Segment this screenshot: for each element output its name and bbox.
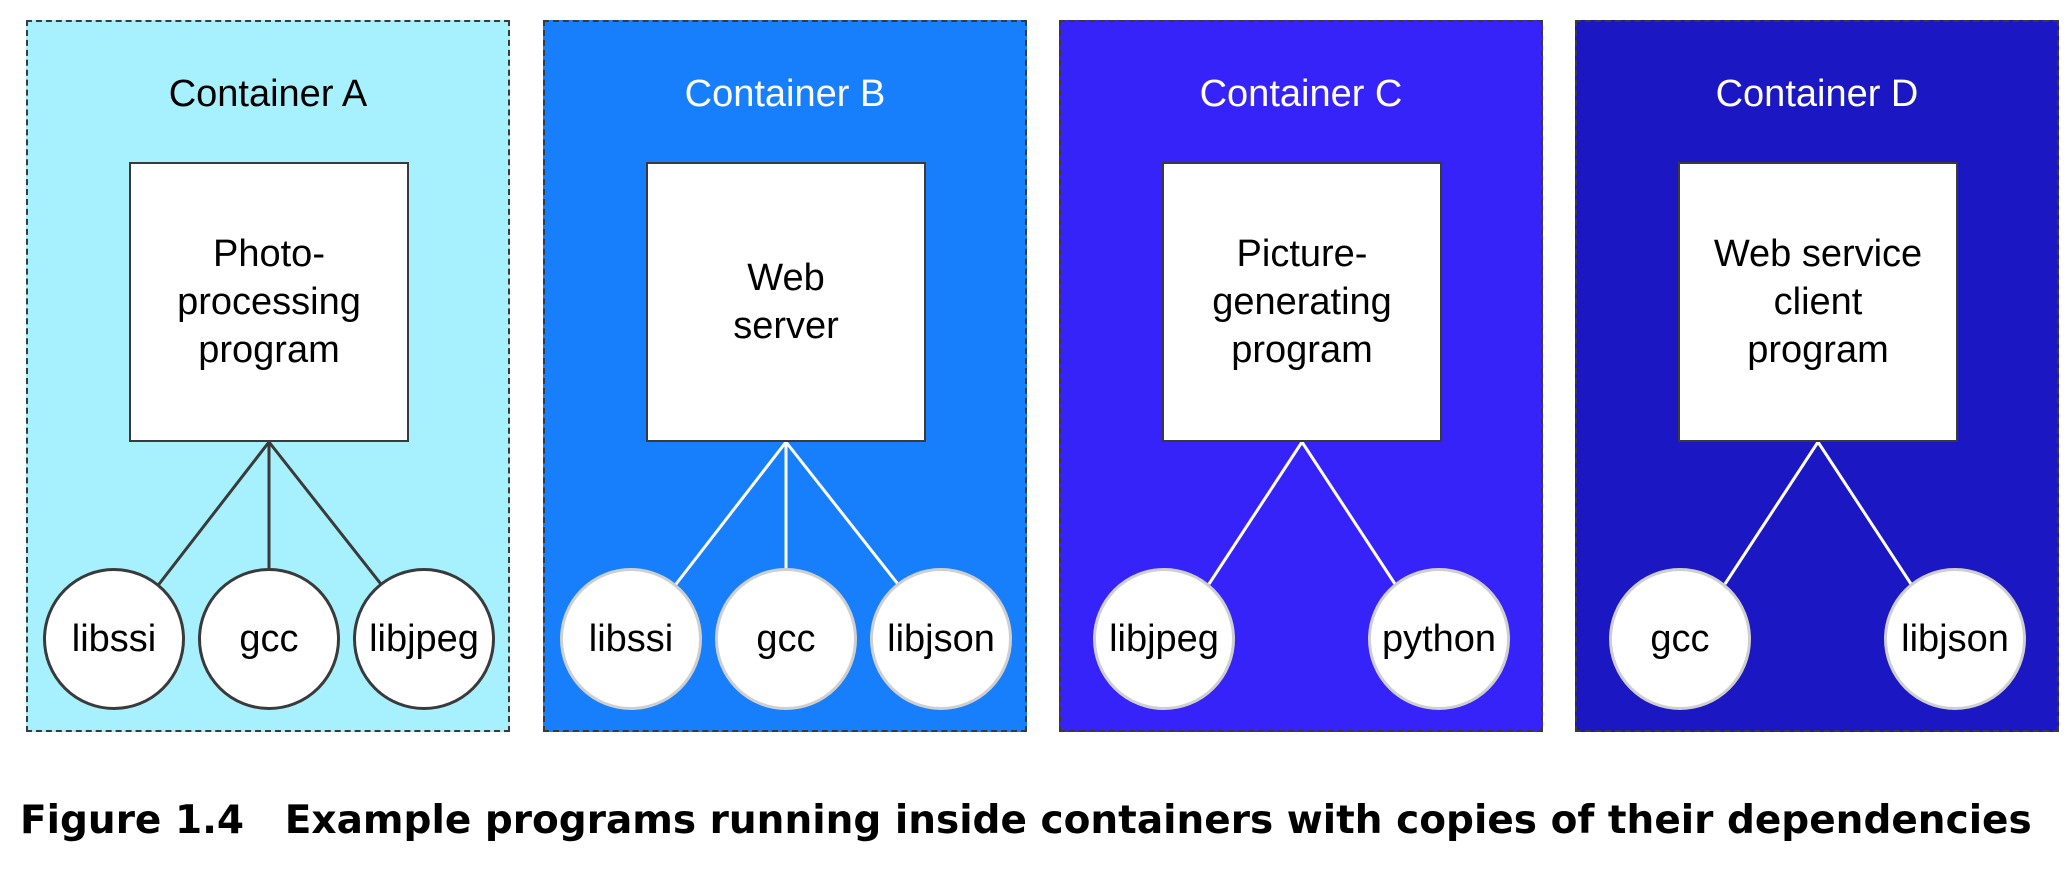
link-to-lib-1 xyxy=(1723,441,1820,585)
dependency-node: gcc xyxy=(198,568,340,710)
dependency-links xyxy=(154,441,386,589)
link-to-lib-3 xyxy=(267,441,386,589)
dependency-links xyxy=(1723,441,1913,585)
container-a: Container A Photo- processing program li… xyxy=(26,20,510,732)
container-title: Container D xyxy=(1715,73,1919,115)
program-label-line: Web xyxy=(747,257,825,299)
program-label-line: server xyxy=(733,305,839,347)
program-box: Photo- processing program xyxy=(129,162,409,442)
program-label-line: program xyxy=(1747,329,1889,371)
figure-caption-label: Figure 1.4 xyxy=(20,798,245,843)
link-to-lib-2 xyxy=(1816,441,1913,585)
container-c: Container C Picture- generating program … xyxy=(1059,20,1543,732)
program-box: Picture- generating program xyxy=(1162,162,1442,442)
program-label-line: Photo- xyxy=(213,233,325,275)
program-box: Web server xyxy=(646,162,926,442)
program-label-line: Web service xyxy=(1713,233,1923,275)
dependency-node: python xyxy=(1368,568,1510,710)
container-title: Container B xyxy=(684,73,886,115)
figure-caption: Figure 1.4 Example programs running insi… xyxy=(20,798,2032,844)
containers-diagram: Container A Photo- processing program li… xyxy=(26,20,2059,732)
dependency-node: libjpeg xyxy=(353,568,495,710)
program-label-line: Picture- xyxy=(1236,233,1368,275)
program-box: Web service client program xyxy=(1678,162,1958,442)
program-label-line: processing xyxy=(177,281,361,323)
link-to-lib-1 xyxy=(671,441,788,589)
dependency-node: libssi xyxy=(560,568,702,710)
dependency-node: libssi xyxy=(43,568,185,710)
dependency-node: gcc xyxy=(715,568,857,710)
link-to-lib-3 xyxy=(784,441,903,589)
program-label-line: program xyxy=(1231,329,1373,371)
program-label-line: client xyxy=(1773,281,1863,323)
link-to-lib-1 xyxy=(1207,441,1304,585)
dependency-node: libjson xyxy=(870,568,1012,710)
container-title: Container A xyxy=(168,73,368,115)
dependency-node: libjson xyxy=(1884,568,2026,710)
link-to-lib-1 xyxy=(154,441,271,589)
container-b: Container B Web server libssi gcc libjso… xyxy=(543,20,1027,732)
dependency-links xyxy=(1207,441,1397,585)
dependency-node: libjpeg xyxy=(1093,568,1235,710)
program-label-line: program xyxy=(198,329,340,371)
dependency-node: gcc xyxy=(1609,568,1751,710)
figure-caption-text: Example programs running inside containe… xyxy=(284,798,2032,843)
program-label-line: generating xyxy=(1212,281,1392,323)
container-title: Container C xyxy=(1199,73,1403,115)
container-d: Container D Web service client program g… xyxy=(1575,20,2059,732)
dependency-links xyxy=(671,441,903,589)
link-to-lib-2 xyxy=(1300,441,1397,585)
